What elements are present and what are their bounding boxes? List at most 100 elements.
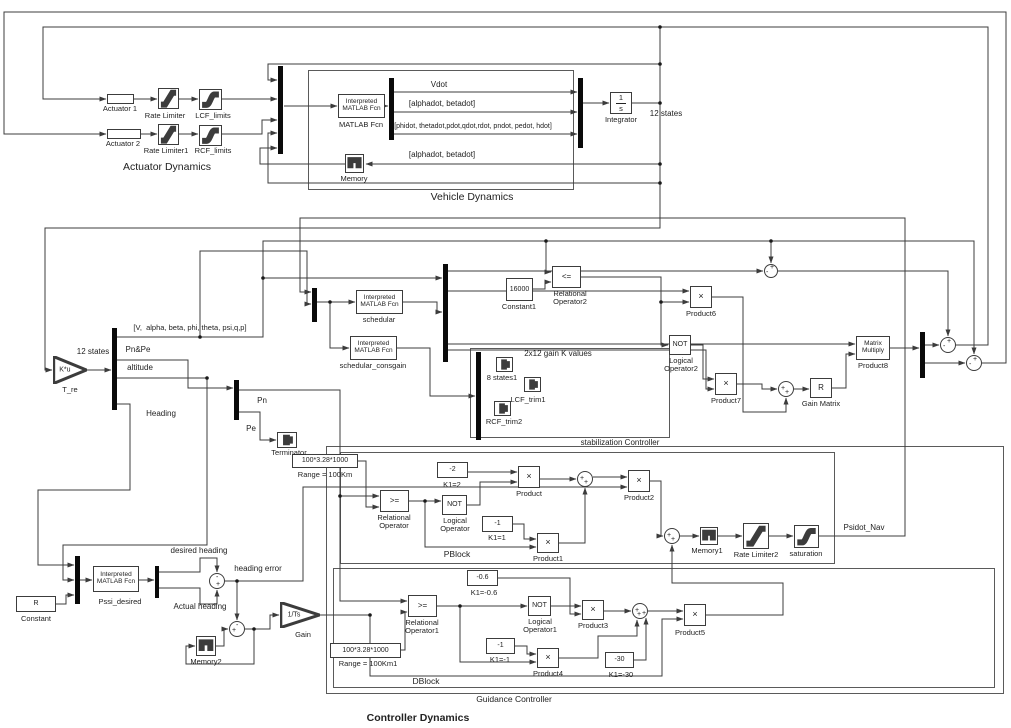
constant1-label: Constant1 [501, 302, 537, 311]
relational-operator2-block[interactable]: <= [552, 266, 581, 288]
k1-m30-const-block[interactable]: -30 [605, 652, 634, 668]
rate-limiter1-label: Rate Limiter1 [143, 146, 189, 155]
r-constant-label: Constant [20, 614, 52, 623]
logical-operator-block[interactable]: NOT [442, 495, 467, 515]
sum-f-block[interactable]: ++ [577, 471, 593, 487]
big-demux-block[interactable] [443, 264, 448, 362]
k1-2-const-block[interactable]: -2 [437, 462, 468, 478]
gain-matrix-block[interactable]: R [810, 378, 832, 398]
tag-rcf-trim2-label: RCF_trim2 [485, 417, 523, 426]
demux-12states-block[interactable] [112, 328, 117, 410]
memory1-block[interactable] [700, 527, 718, 545]
wire-87 [185, 629, 255, 665]
demux-xdot-block[interactable] [389, 78, 394, 140]
demux-heading-block[interactable] [155, 566, 159, 598]
t-re-gain-block[interactable]: K*u [53, 356, 87, 384]
sum-h-block[interactable]: -+ [209, 573, 225, 589]
k1-1-const-block[interactable]: -1 [482, 516, 513, 532]
relational-operator-label: Relational Operator [377, 513, 411, 531]
actuator1-block[interactable] [107, 94, 134, 104]
rate-limiter-label: Rate Limiter [144, 111, 186, 120]
product6-label: Product6 [685, 309, 717, 318]
wire-9 [632, 27, 661, 104]
t-re-gain-label: T_re [62, 385, 78, 394]
relational-operator1-block[interactable]: >= [408, 595, 437, 617]
wire-0 [42, 26, 989, 346]
ts-gain-block[interactable]: 1/Ts [280, 602, 320, 628]
trim-demux-block[interactable] [476, 352, 481, 440]
wire-68 [498, 577, 582, 617]
terminator-block[interactable] [277, 432, 297, 448]
lcf-limits-block[interactable] [199, 89, 222, 110]
range-const1-block[interactable]: 100*3.28*1000 [330, 643, 401, 658]
product8-block[interactable]: Matrix Multiply [856, 336, 890, 360]
product6-block[interactable]: × [690, 286, 712, 308]
sum-i-block[interactable]: -+ [229, 621, 245, 637]
wire-86 [245, 612, 280, 630]
k1-06-const-block[interactable]: -0.6 [467, 570, 498, 586]
sum-sign: + [635, 607, 640, 614]
vehicle-dynamics-box [308, 70, 574, 190]
sum-c-block[interactable]: +- [940, 337, 956, 353]
heading-error-label: heading error [234, 564, 282, 573]
wire-48 [339, 496, 408, 604]
wire-junction-dot [423, 499, 427, 503]
memory-block[interactable] [345, 154, 364, 173]
schedular-block[interactable]: Interpreted MATLAB Fcn [356, 290, 403, 314]
demux-pnpe-block[interactable] [234, 380, 239, 420]
sum-b-block[interactable]: ++ [778, 381, 794, 397]
tag-lcf-trim1-block[interactable] [524, 377, 541, 392]
wire-7 [222, 117, 278, 135]
rate-limiter2-block[interactable] [743, 523, 769, 549]
integrator-label: Integrator [604, 115, 638, 124]
sum-sign: + [781, 385, 786, 392]
mux-actuators-block[interactable] [278, 66, 283, 154]
tag-rcf-trim2-block[interactable] [494, 401, 511, 416]
actuator2-block[interactable] [107, 129, 141, 139]
range-const-block[interactable]: 100*3.28*1000 [292, 454, 358, 468]
demux-right-block[interactable] [920, 332, 925, 378]
sum-sign: + [770, 264, 775, 271]
r-constant-block[interactable]: R [16, 596, 56, 612]
mux-schedular-block[interactable] [312, 288, 317, 322]
wire-junction-dot [235, 579, 239, 583]
relational-operator-block[interactable]: >= [380, 490, 409, 512]
constant1-block[interactable]: 16000 [506, 278, 533, 301]
sum-a-block[interactable]: +- [764, 264, 778, 278]
logical-operator1-block[interactable]: NOT [528, 596, 551, 616]
product4-label: Product4 [532, 669, 564, 678]
wire-85 [216, 626, 229, 647]
sum-sign: + [785, 389, 790, 396]
product3-block[interactable]: × [582, 600, 604, 620]
matlab-fcn-block[interactable]: Interpreted MATLAB Fcn [338, 94, 385, 118]
product1-block[interactable]: × [537, 533, 559, 553]
schedular-consgain-block[interactable]: Interpreted MATLAB Fcn [350, 336, 397, 360]
product2-block[interactable]: × [628, 470, 650, 492]
wire-47 [239, 389, 380, 499]
rcf-limits-block[interactable] [199, 125, 222, 146]
product-label: Product [516, 489, 542, 498]
product7-block[interactable]: × [715, 373, 737, 395]
wire-junction-dot [544, 239, 548, 243]
tag-8states1-block[interactable] [496, 357, 513, 372]
sum-e-block[interactable]: +++ [632, 603, 648, 619]
product4-block[interactable]: × [537, 648, 559, 668]
logical-operator2-block[interactable]: NOT [669, 335, 691, 355]
product5-block[interactable]: × [684, 604, 706, 626]
wire-77 [56, 592, 75, 605]
rate-limiter-block[interactable] [158, 88, 179, 109]
product-block[interactable]: × [518, 466, 540, 488]
rate-limiter1-block[interactable] [158, 124, 179, 145]
pssi-desired-block[interactable]: Interpreted MATLAB Fcn [93, 566, 139, 592]
sum-d-block[interactable]: +- [966, 355, 982, 371]
sum-sign: + [671, 536, 676, 543]
k1-m1-const-block[interactable]: -1 [486, 638, 515, 654]
sum-g-block[interactable]: ++ [664, 528, 680, 544]
saturation-block[interactable] [794, 525, 819, 548]
mux-psi-block[interactable] [75, 556, 80, 604]
mux-states-dot-block[interactable] [578, 78, 583, 148]
rate-limiter2-label: Rate Limiter2 [733, 550, 779, 559]
memory2-block[interactable] [196, 636, 216, 656]
sum-sign: - [236, 622, 239, 629]
